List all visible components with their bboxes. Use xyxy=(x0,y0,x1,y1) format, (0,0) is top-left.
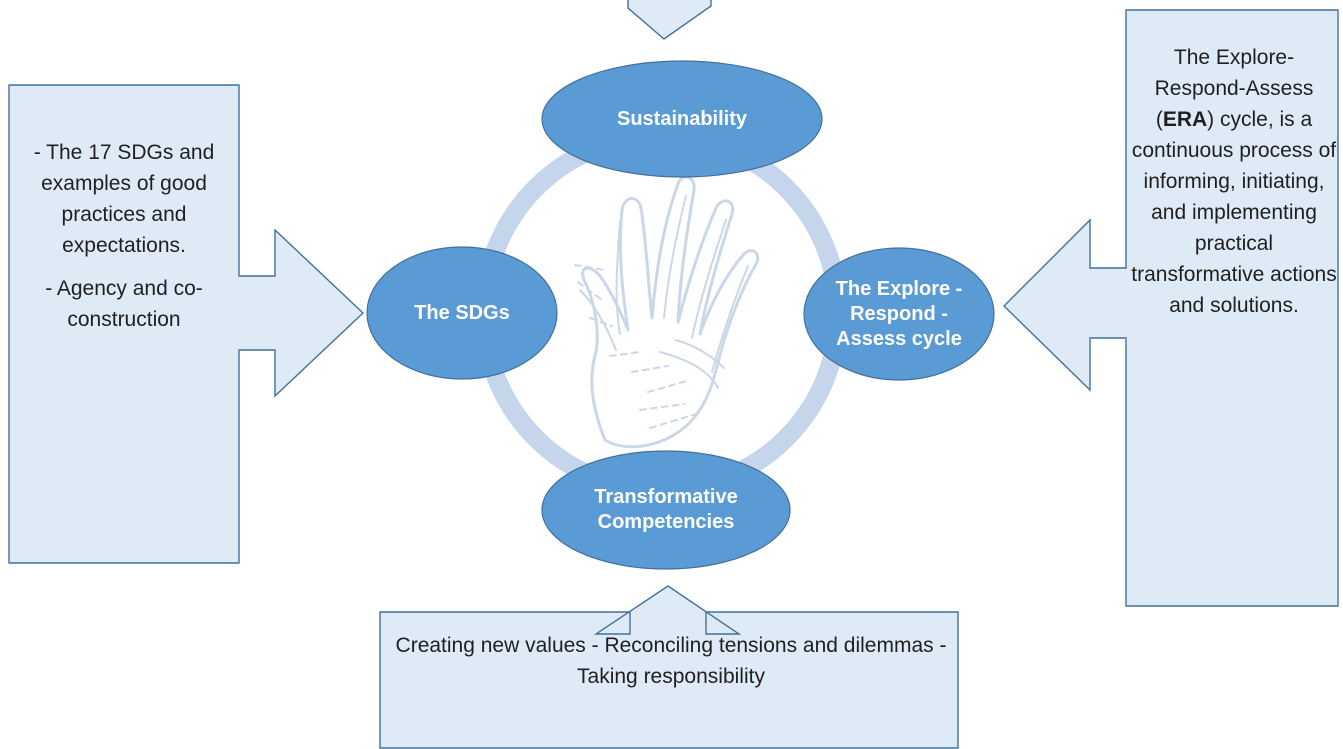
callout-right xyxy=(1003,9,1339,607)
node-sdgs xyxy=(366,246,558,380)
era-acronym: ERA xyxy=(1162,108,1208,131)
era-label: The Explore - Respond - Assess cycle xyxy=(835,277,963,350)
callout-right-text: The Explore-Respond-Assess (ERA) cycle, … xyxy=(1130,42,1338,321)
left-paragraph-1: - The 17 SDGs and examples of good pract… xyxy=(33,141,215,257)
node-competencies xyxy=(541,450,791,570)
node-sustainability xyxy=(541,60,823,178)
competencies-label: Transformative Competencies xyxy=(594,486,738,533)
node-label-era: The Explore - Respond - Assess cycle xyxy=(824,266,974,362)
callout-bottom-arrow xyxy=(379,585,959,749)
sdgs-label: The SDGs xyxy=(414,301,510,324)
left-paragraph-2: - Agency and co-construction xyxy=(45,277,203,331)
hand-icon xyxy=(574,175,760,449)
callout-bottom-text: Creating new values - Reconciling tensio… xyxy=(382,630,960,692)
node-label-competencies: Transformative Competencies xyxy=(566,477,766,543)
right-text-start: The Explore-Respond-Assess ( xyxy=(1154,46,1314,131)
bottom-paragraph: Creating new values - Reconciling tensio… xyxy=(395,634,947,688)
sustainability-label: Sustainability xyxy=(616,107,748,130)
right-text-end: ) cycle, is a continuous process of info… xyxy=(1131,108,1337,317)
callout-left xyxy=(8,84,365,564)
node-label-sustainability: Sustainability xyxy=(592,102,772,136)
callout-left-text: - The 17 SDGs and examples of good pract… xyxy=(20,137,228,335)
callout-top-arrow xyxy=(627,0,712,40)
node-label-sdgs: The SDGs xyxy=(392,296,532,330)
node-era xyxy=(803,247,995,381)
